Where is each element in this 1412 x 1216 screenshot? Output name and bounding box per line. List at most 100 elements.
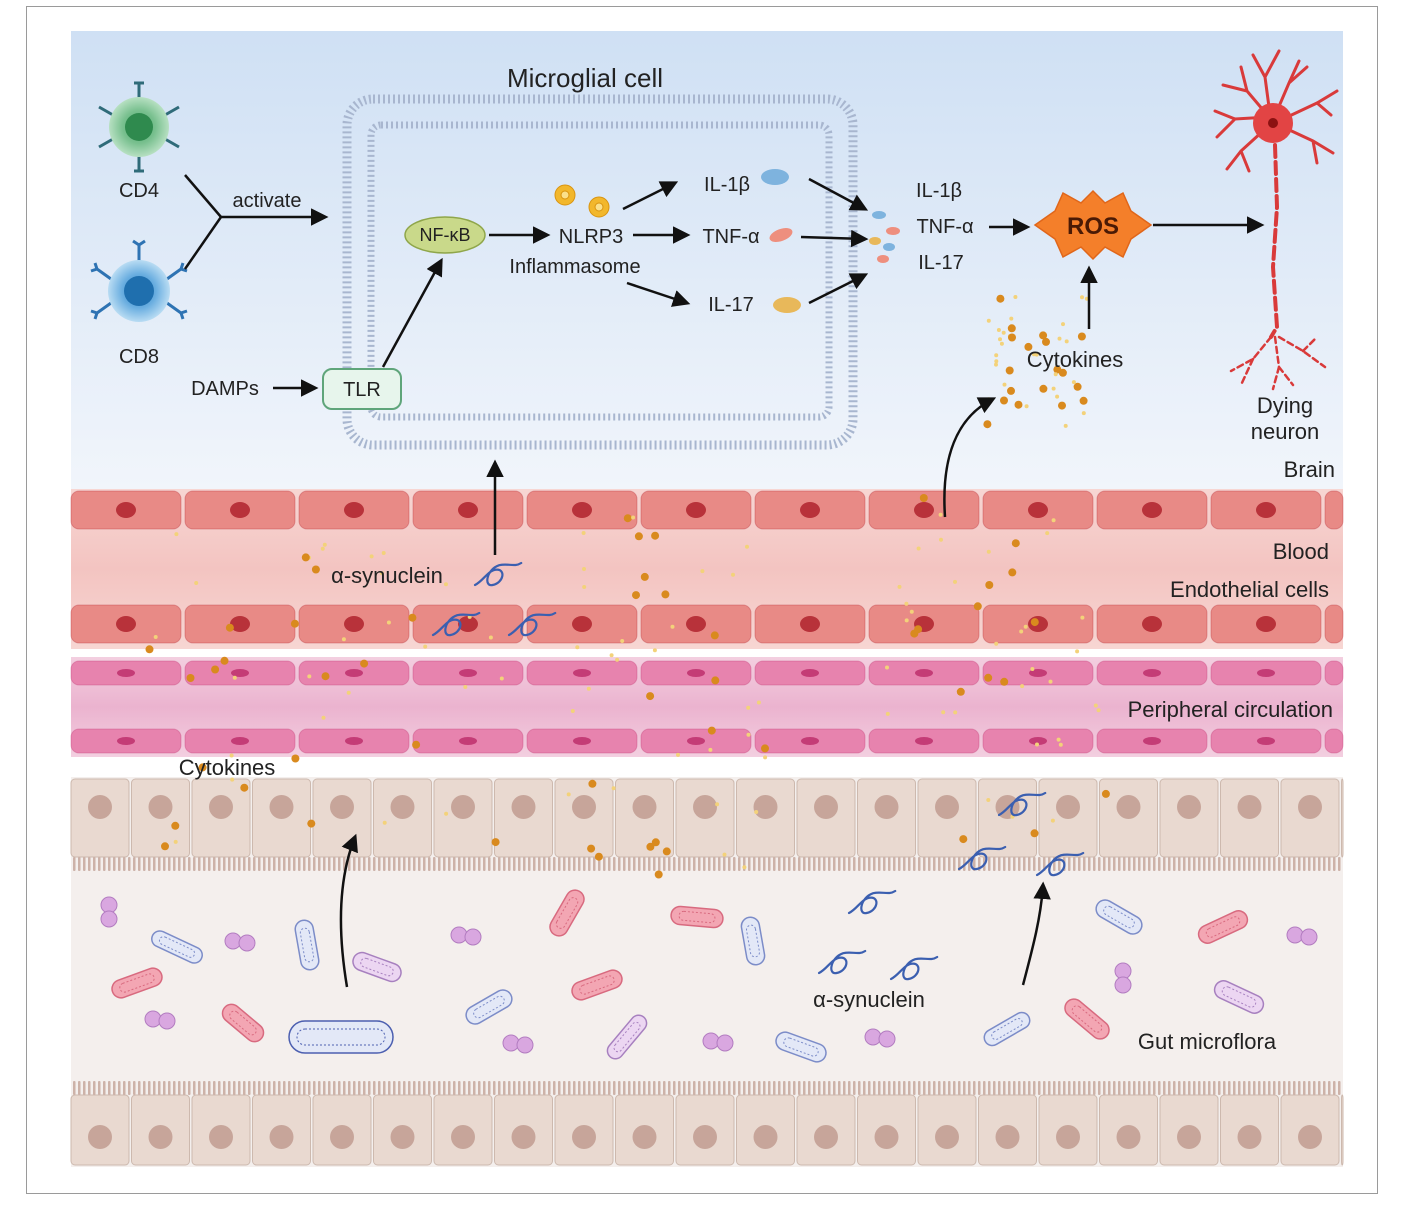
microvillus <box>548 1081 551 1095</box>
microvillus <box>1153 857 1156 871</box>
microvillus <box>118 1081 121 1095</box>
cytokine-particles <box>145 294 1110 879</box>
microvillus <box>1073 1081 1076 1095</box>
cytokine-particle <box>1055 394 1060 399</box>
microvillus <box>1083 857 1086 871</box>
endothelial-nucleus <box>1142 502 1162 518</box>
microvillus <box>1203 1081 1206 1095</box>
microvillus <box>433 1081 436 1095</box>
microvillus <box>913 857 916 871</box>
microvillus <box>448 1081 451 1095</box>
microvillus <box>163 1081 166 1095</box>
microvillus <box>1048 1081 1051 1095</box>
microvillus <box>693 857 696 871</box>
microvillus <box>918 1081 921 1095</box>
microvillus <box>663 1081 666 1095</box>
microvillus <box>598 1081 601 1095</box>
microvillus <box>823 857 826 871</box>
cytokine-particle <box>322 542 327 547</box>
blue-rod-bacterium-dna <box>158 936 196 958</box>
microvillus <box>683 857 686 871</box>
coccus-bacterium <box>1286 926 1318 946</box>
microvillus <box>1238 857 1241 871</box>
coccus-cell <box>878 1030 896 1048</box>
epithelial-nucleus <box>1056 1125 1080 1149</box>
cytokine-particle <box>745 544 749 549</box>
microvillus <box>1023 1081 1026 1095</box>
epithelial-nucleus <box>390 795 415 819</box>
microvillus <box>1328 857 1331 871</box>
cytokine-particle <box>959 835 968 844</box>
epithelial-cell <box>1341 778 1344 858</box>
pink-rod-bacterium-body <box>1064 998 1110 1040</box>
microvillus <box>303 857 306 871</box>
cytokine-particle <box>1011 539 1020 548</box>
microvillus <box>728 1081 731 1095</box>
microvillus <box>973 857 976 871</box>
cytokine-particle <box>1020 684 1025 689</box>
microvillus <box>1033 1081 1036 1095</box>
epithelial-nucleus <box>874 795 899 819</box>
brain-label: Brain <box>1284 457 1335 482</box>
microvillus <box>1063 1081 1066 1095</box>
microvillus <box>713 1081 716 1095</box>
microvillus <box>1218 1081 1221 1095</box>
pink-rod-bacterium-dna <box>678 910 716 924</box>
microvillus <box>313 1081 316 1095</box>
cytokine-particle <box>321 715 326 720</box>
alpha-synuclein-fibril <box>473 561 523 587</box>
microvillus <box>478 857 481 871</box>
microvillus <box>1283 857 1286 871</box>
microvillus <box>438 1081 441 1095</box>
blue-rod-bacterium-body <box>294 919 320 971</box>
microvillus <box>1143 1081 1146 1095</box>
microvillus <box>153 1081 156 1095</box>
peripheral-nucleus <box>459 737 477 745</box>
blue-rod-bacterium-body <box>465 989 513 1025</box>
cytokine-particle <box>1079 396 1088 405</box>
microvillus <box>748 1081 751 1095</box>
microvillus <box>408 1081 411 1095</box>
gut-cytokines-up-arrow <box>339 833 358 988</box>
cytokine-particle <box>290 619 299 628</box>
microvillus <box>1113 857 1116 871</box>
microvillus <box>323 1081 326 1095</box>
cytokine-particle <box>919 494 928 502</box>
microvillus <box>1013 1081 1016 1095</box>
cytokine-particle <box>1051 386 1056 391</box>
microvillus <box>578 1081 581 1095</box>
microvillus <box>653 1081 656 1095</box>
microvillus <box>483 857 486 871</box>
microvillus <box>648 857 651 871</box>
cytokine-particle <box>986 549 991 554</box>
microvillus <box>143 1081 146 1095</box>
endothelial-nucleus <box>344 502 364 518</box>
microvillus <box>1143 857 1146 871</box>
il17-out-arrow <box>808 273 869 305</box>
microvillus <box>1308 1081 1311 1095</box>
microvillus <box>138 857 141 871</box>
brain-region <box>71 31 1343 489</box>
epithelial-nucleus <box>753 1125 778 1149</box>
microvillus <box>203 857 206 871</box>
microvillus <box>73 1081 76 1095</box>
gut-bacteria <box>100 889 1318 1063</box>
microvillus <box>503 1081 506 1095</box>
microvillus <box>518 857 521 871</box>
cytokine-particle <box>194 581 199 585</box>
microvillus <box>1313 857 1316 871</box>
peripheral-nucleus <box>345 669 363 677</box>
microvillus <box>783 857 786 871</box>
microvillus <box>1323 857 1326 871</box>
microvillus <box>903 1081 906 1095</box>
microvillus <box>1133 1081 1136 1095</box>
microvillus <box>413 857 416 871</box>
microvillus <box>1103 857 1106 871</box>
microvillus <box>543 857 546 871</box>
coccus-bacterium <box>450 926 482 946</box>
peripheral-nucleus <box>1143 737 1161 745</box>
microvillus <box>1188 857 1191 871</box>
microvillus <box>768 857 771 871</box>
microvillus <box>188 857 191 871</box>
cytokine-particle <box>1096 708 1101 713</box>
